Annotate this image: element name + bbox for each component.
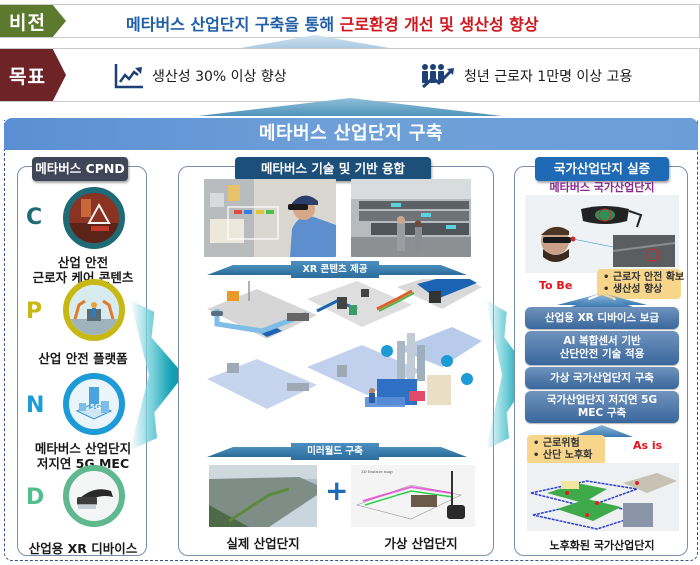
goal-text-productivity: 생산성 30% 이상 향상 bbox=[152, 69, 287, 85]
xr-content-ribbon: XR 콘텐츠 제공 bbox=[291, 261, 379, 278]
virtual-complex-label: 가상 산업단지 bbox=[384, 536, 458, 551]
goal-item-employment: 청년 근로자 1만명 이상 고용 bbox=[420, 63, 632, 89]
smart-glasses-image bbox=[525, 195, 679, 273]
to-be-notes: • 근로자 안전 확보 • 생산성 향상 bbox=[597, 269, 684, 299]
cpnd-letter: N bbox=[26, 393, 45, 418]
goal-tag: 목표 bbox=[0, 49, 66, 101]
step-xr-device: 산업용 XR 디바이스 보급 bbox=[525, 307, 679, 329]
real-complex-label: 실제 산업단지 bbox=[226, 536, 300, 551]
step-5g-mec: 국가산업단지 저지연 5G MEC 구축 bbox=[525, 391, 679, 423]
aging-complex-map bbox=[527, 463, 679, 531]
cpnd-letter: C bbox=[26, 205, 43, 230]
national-complex-panel: 국가산업단지 실증 메타버스 국가산업단지 To Be • 근로자 안전 확보 … bbox=[514, 157, 688, 556]
step-ai-sensor: AI 복합센서 기반 산단안전 기술 적용 bbox=[525, 331, 679, 365]
goal-text-employment: 청년 근로자 1만명 이상 고용 bbox=[464, 69, 633, 85]
vision-tag: 비전 bbox=[0, 5, 66, 37]
rising-chart-icon bbox=[114, 64, 143, 89]
mirror-world-ribbon: 미러월드 구축 bbox=[291, 443, 379, 460]
digital-twin-illustration bbox=[197, 279, 482, 439]
cpnd-letter: P bbox=[26, 299, 43, 324]
cpnd-letter: D bbox=[26, 485, 45, 510]
cpnd-label: 산업용 XR 디바이스 bbox=[28, 541, 138, 556]
to-be-label: To Be bbox=[539, 279, 573, 292]
aging-complex-label: 노후화된 국가산업단지 bbox=[549, 539, 655, 552]
tech-fusion-title: 메타버스 기술 및 기반 융합 bbox=[235, 157, 431, 181]
main-title: 메타버스 산업단지 구축 bbox=[4, 118, 698, 150]
plus-icon: + bbox=[325, 474, 349, 507]
svg-text:5G: 5G bbox=[90, 403, 101, 411]
goal-item-productivity: 생산성 30% 이상 향상 bbox=[114, 63, 287, 89]
real-complex-photo bbox=[209, 465, 317, 527]
main-section bbox=[4, 120, 698, 561]
vision-band: 비전 메타버스 산업단지 구축을 통해 근로환경 개선 및 생산성 향상 bbox=[0, 4, 700, 38]
vision-statement: 메타버스 산업단지 구축을 통해 근로환경 개선 및 생산성 향상 bbox=[126, 11, 539, 35]
factory-xr-photo bbox=[351, 179, 471, 257]
safety-content-image bbox=[63, 187, 125, 249]
vision-text-blue: 메타버스 산업단지 구축을 통해 bbox=[126, 15, 340, 34]
step-virtual-complex: 가상 국가산업단지 구축 bbox=[525, 367, 679, 389]
as-is-notes: • 근로위험 • 산단 노후화 bbox=[527, 435, 605, 465]
cpnd-title: 메타버스 CPND bbox=[32, 157, 128, 181]
cpnd-panel: 메타버스 CPND C 산업 안전 근로자 케어 콘텐츠 P bbox=[17, 157, 147, 556]
factory-robots-image bbox=[63, 279, 125, 341]
svg-text:3D feature map: 3D feature map bbox=[361, 469, 393, 474]
metaverse-complex-subtitle: 메타버스 국가산업단지 bbox=[549, 181, 655, 194]
virtual-complex-image: 3D feature map bbox=[351, 465, 475, 527]
workers-growth-icon bbox=[421, 64, 454, 89]
goal-band: 목표 생산성 30% 이상 향상 청년 근로자 1만명 이상 고용 bbox=[0, 48, 700, 102]
vision-text-red: 근로환경 개선 및 생산성 향상 bbox=[339, 15, 539, 34]
as-is-label: As is bbox=[633, 439, 663, 452]
xr-worker-photo bbox=[204, 179, 336, 257]
cpnd-label: 산업 안전 플랫폼 bbox=[38, 351, 128, 366]
5g-network-image: 5G bbox=[63, 373, 125, 435]
tech-fusion-panel: 메타버스 기술 및 기반 융합 bbox=[178, 157, 494, 556]
cpnd-label: 산업 안전 근로자 케어 콘텐츠 bbox=[32, 255, 134, 285]
xr-headset-image bbox=[63, 465, 125, 527]
national-complex-title: 국가산업단지 실증 bbox=[535, 157, 669, 181]
